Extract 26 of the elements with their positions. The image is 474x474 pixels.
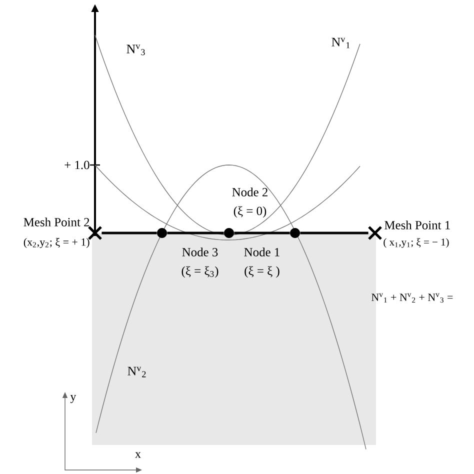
mesh-point-cross [88, 226, 102, 240]
point-label: Node 1 [244, 248, 280, 256]
line-segment [300, 232, 368, 234]
point-label: Node 3 [182, 248, 218, 256]
node-dot [290, 228, 300, 238]
point-label: (ξ = ξ$_{3}$) [182, 266, 218, 278]
node-dot [157, 228, 167, 238]
tick-label: + 1.0 [64, 160, 90, 170]
axis-label: x [135, 452, 141, 458]
curve-label: N$^{v}$3 [126, 44, 145, 56]
curve-label: N$^{v}$1 [332, 38, 350, 48]
line-segment [167, 232, 224, 234]
point-label: (ξ = 0) [234, 206, 266, 218]
node-dot [224, 228, 234, 238]
mesh-point-cross [368, 226, 382, 240]
point-label: (x$_{2}$,y$_{2}$; ξ = + 1) [24, 238, 90, 248]
curve-label: N$^{v}$2 [128, 366, 146, 378]
point-label: ( x$_{1}$,y$_{1}$; ξ = − 1) [384, 238, 449, 248]
point-label: Mesh Point 2 [24, 218, 90, 226]
point-label: (ξ = ξ ) [244, 266, 280, 278]
axis-label: y [70, 394, 76, 404]
point-label: Node 2 [232, 188, 268, 196]
line-segment [234, 232, 290, 234]
point-label: Mesh Point 1 [384, 220, 450, 230]
line-segment [102, 232, 157, 234]
equation-text: N$^{v}$$_{1}$ + N$^{v}$$_{2}$ + N$^{v}$$_{3}$ = [372, 293, 453, 303]
